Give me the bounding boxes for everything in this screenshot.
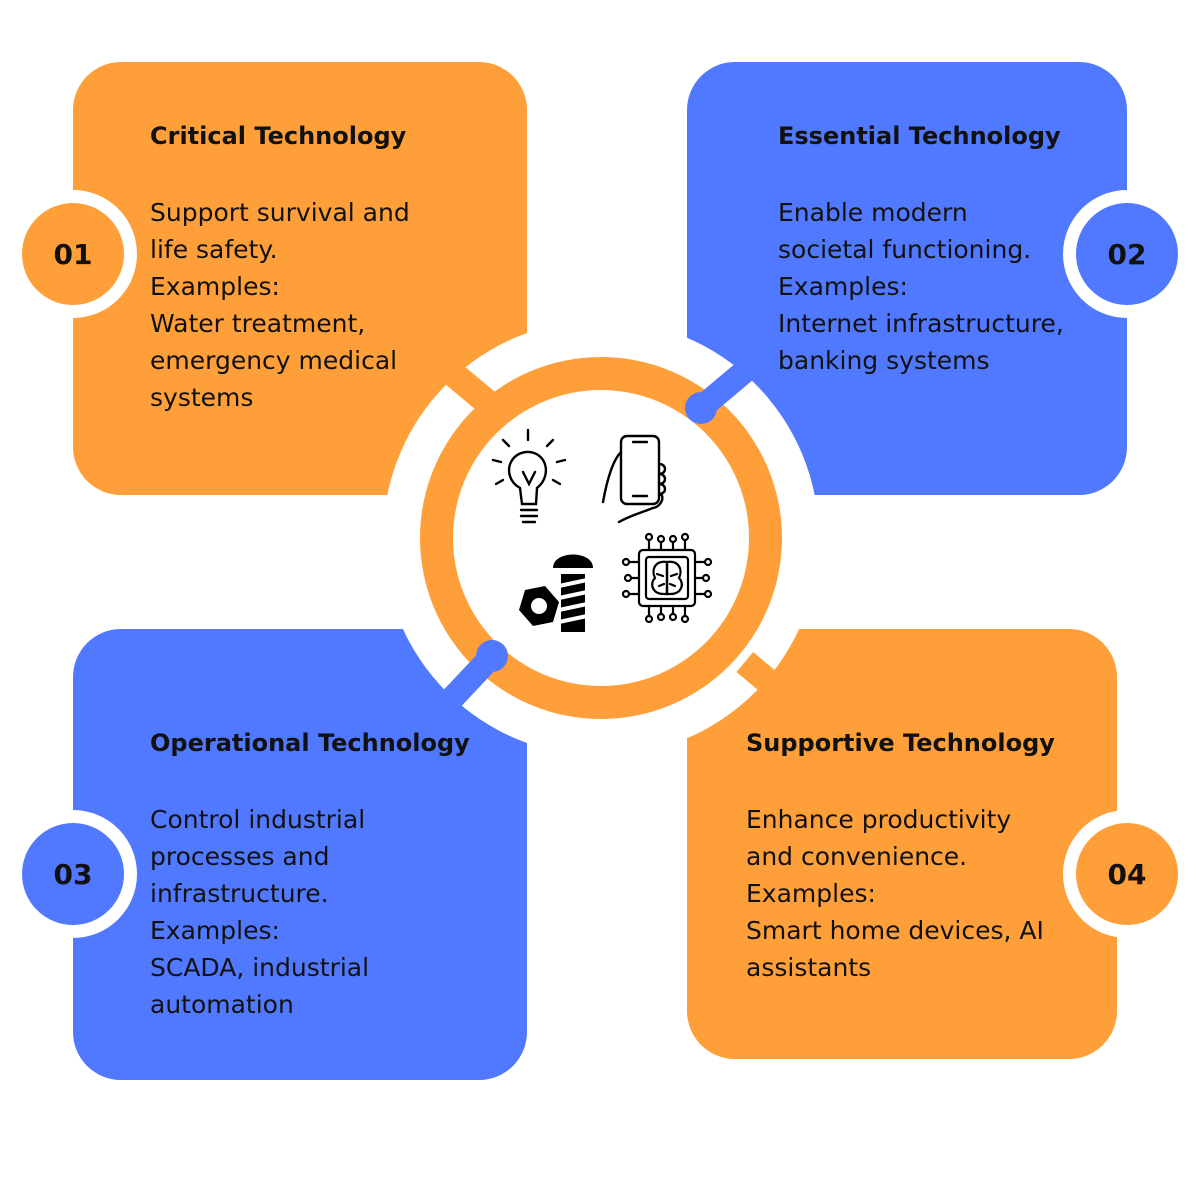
card-description: Enhance productivity and convenience. Ex… (746, 801, 1055, 986)
card-line: Examples: (150, 272, 280, 301)
badge-03: 03 (22, 823, 124, 925)
link-connector-top-right (685, 344, 774, 424)
badge-02-ring: 02 (1063, 190, 1191, 318)
nut-bolt-icon (519, 554, 593, 632)
card-title: Supportive Technology (746, 729, 1055, 757)
card-line: systems (150, 383, 254, 412)
card-line: Smart home devices, AI (746, 916, 1044, 945)
card-line: banking systems (778, 346, 990, 375)
badge-03-ring: 03 (9, 810, 137, 938)
card-description: Support survival and life safety. Exampl… (150, 194, 410, 416)
center-icons (491, 428, 713, 632)
card-line: Control industrial (150, 805, 366, 834)
link-connector-bottom-left (429, 640, 508, 722)
card-title: Critical Technology (150, 122, 407, 150)
card-operational-text: Operational Technology Control industria… (150, 728, 470, 1023)
card-description: Enable modern societal functioning. Exam… (778, 194, 1064, 379)
badge-01: 01 (22, 203, 124, 305)
card-line: Internet infrastructure, (778, 309, 1064, 338)
badge-01-ring: 01 (9, 190, 137, 318)
card-line: Enhance productivity (746, 805, 1012, 834)
card-line: Enable modern (778, 198, 968, 227)
card-line: Examples: (746, 879, 876, 908)
card-line: Support survival and (150, 198, 410, 227)
card-supportive-technology (687, 629, 1117, 1059)
card-critical-text: Critical Technology Support survival and… (150, 121, 410, 416)
card-line: Examples: (778, 272, 908, 301)
badge-04-ring: 04 (1063, 810, 1191, 938)
card-line: processes and (150, 842, 330, 871)
card-line: assistants (746, 953, 872, 982)
lightbulb-icon (491, 428, 567, 524)
card-line: emergency medical (150, 346, 398, 375)
card-title: Operational Technology (150, 729, 470, 757)
card-line: societal functioning. (778, 235, 1032, 264)
card-line: life safety. (150, 235, 278, 264)
ai-chip-brain-icon (621, 532, 713, 624)
card-description: Control industrial processes and infrast… (150, 801, 470, 1023)
card-line: SCADA, industrial (150, 953, 370, 982)
card-line: infrastructure. (150, 879, 329, 908)
badge-04: 04 (1076, 823, 1178, 925)
card-line: Water treatment, (150, 309, 366, 338)
card-line: Examples: (150, 916, 280, 945)
card-line: and convenience. (746, 842, 968, 871)
card-title: Essential Technology (778, 122, 1061, 150)
card-line: automation (150, 990, 294, 1019)
badge-02: 02 (1076, 203, 1178, 305)
smartphone-hand-icon (601, 434, 667, 524)
card-supportive-text: Supportive Technology Enhance productivi… (746, 728, 1055, 986)
card-essential-text: Essential Technology Enable modern socie… (778, 121, 1064, 379)
